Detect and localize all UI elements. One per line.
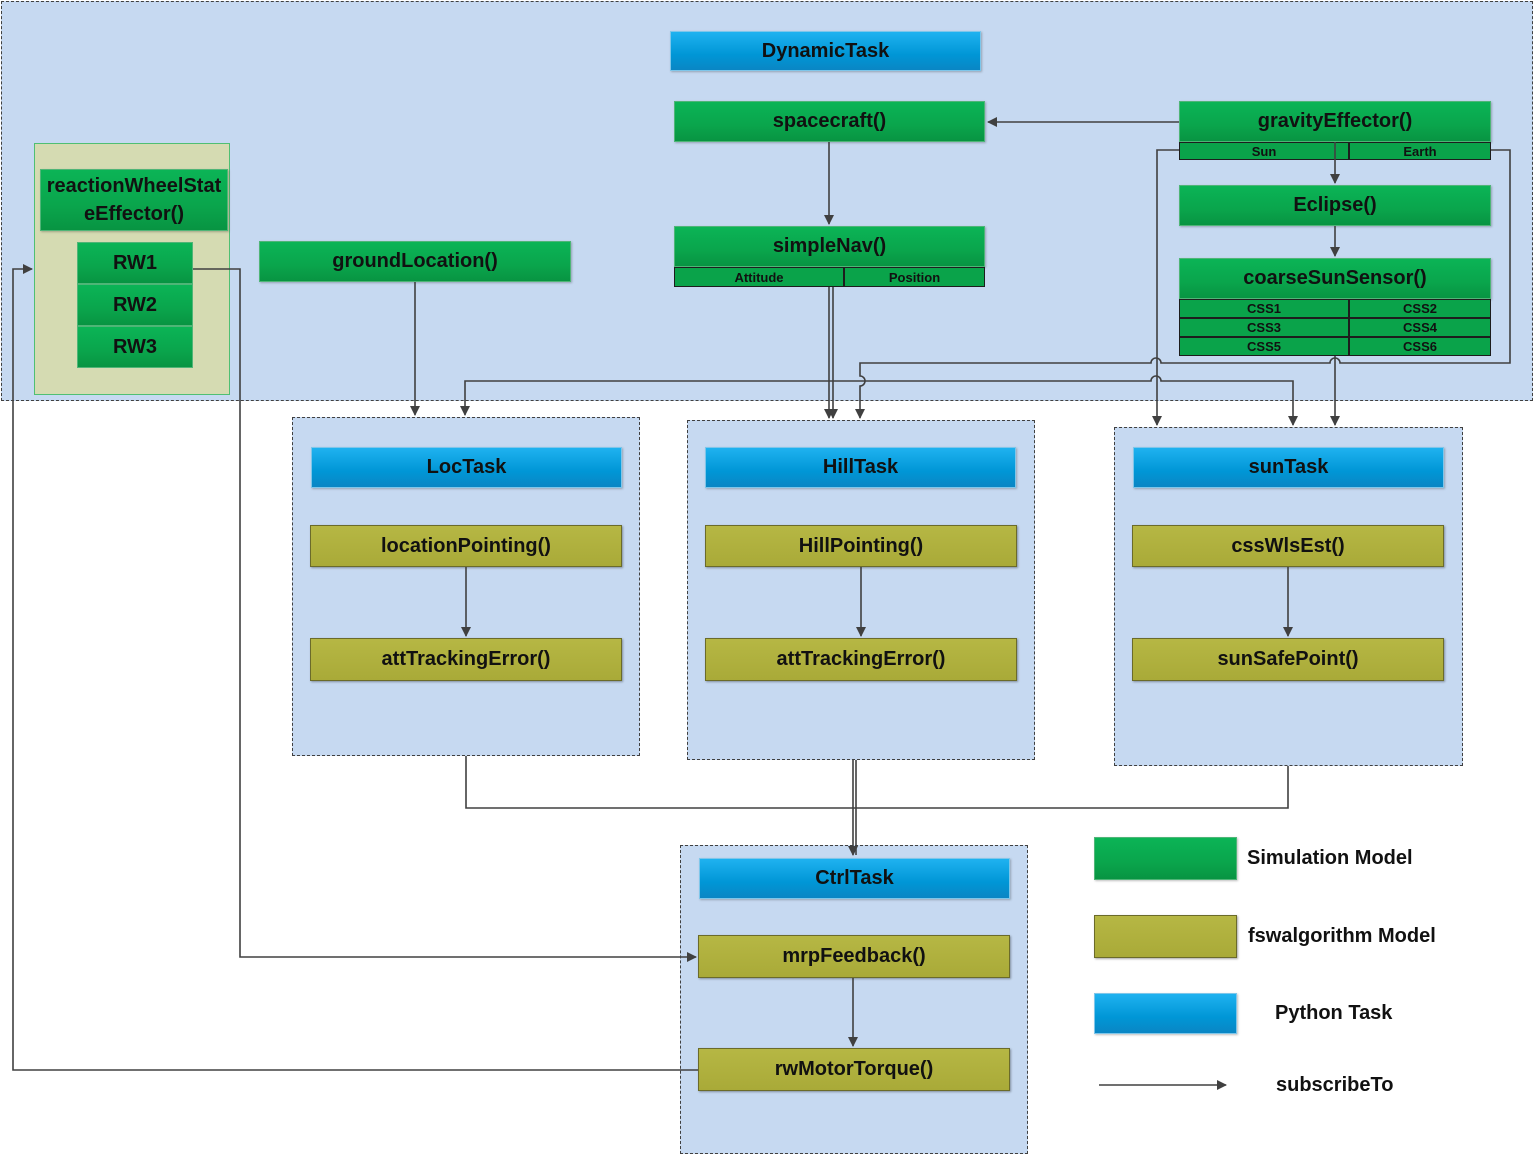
simple-nav-attitude-output: Attitude xyxy=(674,267,844,287)
css4-output: CSS4 xyxy=(1349,318,1491,337)
legend-simulation-swatch xyxy=(1094,837,1237,880)
location-pointing-module: locationPointing() xyxy=(310,525,622,567)
spacecraft-module: spacecraft() xyxy=(674,101,985,142)
css2-output: CSS2 xyxy=(1349,299,1491,318)
css1-output: CSS1 xyxy=(1179,299,1349,318)
rw1-module: RW1 xyxy=(77,242,193,284)
legend-python-label: Python Task xyxy=(1275,1002,1393,1024)
gravity-sun-output: Sun xyxy=(1179,142,1349,160)
sun-safe-point-module: sunSafePoint() xyxy=(1132,638,1444,681)
ctrl-task-header: CtrlTask xyxy=(699,858,1010,899)
legend-fsw-label: fswalgorithm Model xyxy=(1248,925,1436,947)
rw2-module: RW2 xyxy=(77,284,193,326)
dynamic-task-header: DynamicTask xyxy=(670,31,981,71)
loc-att-tracking-error-module: attTrackingError() xyxy=(310,638,622,681)
hill-pointing-module: HillPointing() xyxy=(705,525,1017,567)
ground-location-module: groundLocation() xyxy=(259,241,571,282)
rw-motor-torque-module: rwMotorTorque() xyxy=(698,1048,1010,1091)
legend-simulation-label: Simulation Model xyxy=(1247,847,1413,869)
legend-python-swatch xyxy=(1094,993,1237,1034)
legend-subscribe-label: subscribeTo xyxy=(1276,1073,1394,1096)
css-wls-est-module: cssWlsEst() xyxy=(1132,525,1444,567)
mrp-feedback-module: mrpFeedback() xyxy=(698,935,1010,978)
eclipse-module: Eclipse() xyxy=(1179,185,1491,226)
loc-task-header: LocTask xyxy=(311,447,622,488)
css6-output: CSS6 xyxy=(1349,337,1491,356)
gravity-earth-output: Earth xyxy=(1349,142,1491,160)
hill-att-tracking-error-module: attTrackingError() xyxy=(705,638,1017,681)
sun-task-header: sunTask xyxy=(1133,447,1444,488)
hill-task-header: HillTask xyxy=(705,447,1016,488)
css5-output: CSS5 xyxy=(1179,337,1349,356)
coarse-sun-sensor-module: coarseSunSensor() xyxy=(1179,258,1491,299)
rw3-module: RW3 xyxy=(77,326,193,368)
css3-output: CSS3 xyxy=(1179,318,1349,337)
simple-nav-module: simpleNav() xyxy=(674,226,985,267)
simple-nav-position-output: Position xyxy=(844,267,985,287)
legend-fsw-swatch xyxy=(1094,915,1237,958)
gravity-effector-module: gravityEffector() xyxy=(1179,101,1491,142)
reaction-wheel-module: reactionWheelStateEffector() xyxy=(40,169,228,231)
